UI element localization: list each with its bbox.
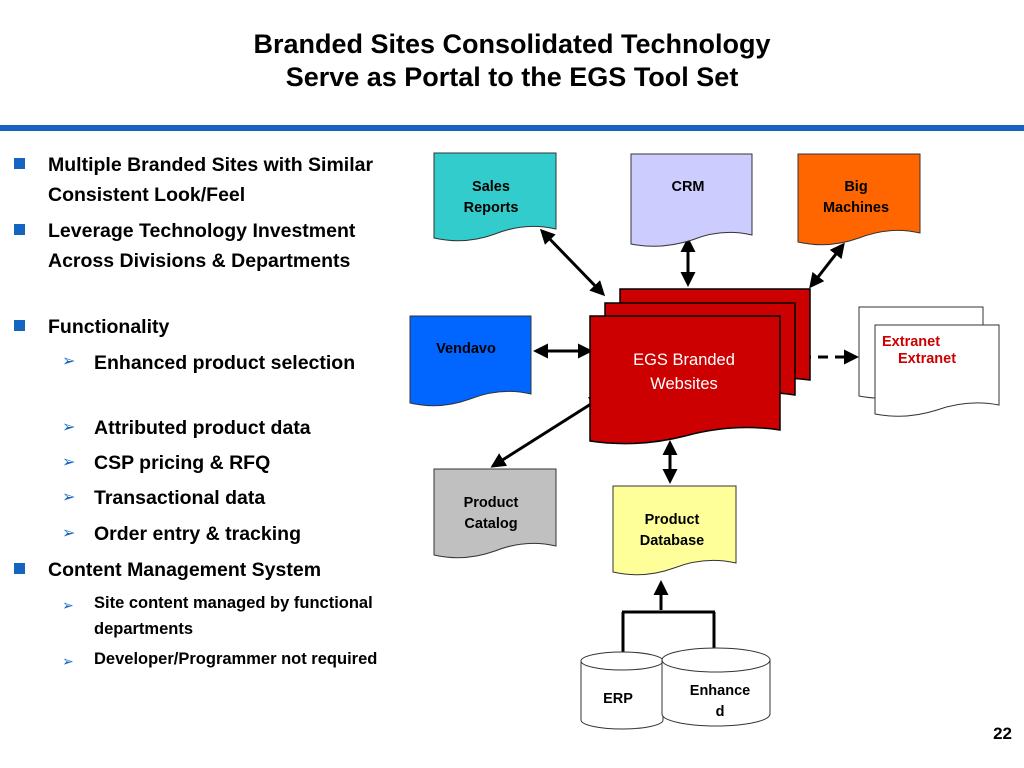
enhanced-label-line1: Enhance (690, 683, 750, 699)
square-bullet-icon (14, 320, 25, 331)
square-bullet-icon (14, 563, 25, 574)
bullet-leverage-technology: Leverage Technology Investment Across Di… (48, 220, 356, 272)
erp-label: ERP (603, 691, 633, 707)
title-line-2: Serve as Portal to the EGS Tool Set (285, 62, 739, 92)
egs-label-line2: Websites (650, 375, 718, 393)
big-machines-label-line2: Machines (823, 200, 889, 216)
product-database-document: Product Database (612, 485, 737, 576)
product-catalog-document: Product Catalog (433, 468, 557, 559)
vendavo-document: Vendavo (409, 315, 532, 407)
arrow-bullet-icon: ➢ (62, 525, 76, 542)
enhanced-label-line2: d (716, 704, 725, 720)
bullet-content-management: Content Management System (48, 559, 322, 581)
sub-bullet-item: CSP pricing & RFQ (94, 452, 271, 474)
arrow-bullet-icon: ➢ (62, 597, 74, 613)
extranet-label-back: Extranet (882, 334, 940, 350)
sub-bullet-item: Enhanced product selection (94, 352, 356, 374)
slide-title: Branded Sites Consolidated Technology Se… (0, 28, 1024, 94)
product-database-label-line1: Product (645, 512, 700, 528)
big-machines-document: Big Machines (797, 153, 921, 246)
title-line-1: Branded Sites Consolidated Technology (253, 29, 771, 59)
product-database-label-line2: Database (640, 533, 704, 549)
arrow-bullet-icon: ➢ (62, 419, 76, 436)
arrow-bullet-icon: ➢ (62, 454, 76, 471)
egs-branded-websites-stack: EGS Branded Websites (589, 288, 811, 445)
sub-bullet-item: Attributed product data (94, 417, 311, 439)
crm-label: CRM (671, 179, 704, 195)
extranet-label-front: Extranet (898, 351, 956, 367)
arrow-bullet-icon: ➢ (62, 353, 76, 370)
extranet-document-stack: Extranet Extranet (858, 306, 1000, 417)
connector-lines (490, 228, 859, 652)
square-bullet-icon (14, 158, 25, 169)
sales-reports-label-line2: Reports (464, 200, 519, 216)
big-machines-label-line1: Big (844, 179, 867, 195)
sub-bullet-item: Developer/Programmer not required (94, 650, 378, 668)
bullet-branded-sites: Multiple Branded Sites with Similar Cons… (48, 154, 374, 206)
vendavo-label: Vendavo (436, 341, 496, 357)
title-divider (0, 125, 1024, 131)
egs-label-line1: EGS Branded (633, 351, 735, 369)
enhanced-database-cylinder: Enhance d (661, 647, 771, 727)
arrow-catalog-egs (490, 395, 605, 468)
arrow-big-machines-egs (809, 242, 845, 289)
bullet-functionality: Functionality (48, 316, 170, 338)
arrow-bullet-icon: ➢ (62, 653, 74, 669)
sales-reports-document: Sales Reports (433, 152, 557, 242)
sub-bullet-item: Transactional data (94, 487, 266, 509)
sales-reports-label-line1: Sales (472, 179, 510, 195)
sub-bullet-item: Order entry & tracking (94, 523, 301, 545)
arrow-bullet-icon: ➢ (62, 489, 76, 506)
product-catalog-label-line1: Product (464, 495, 519, 511)
arrow-sales-reports-egs (539, 228, 606, 297)
product-catalog-label-line2: Catalog (464, 516, 517, 532)
square-bullet-icon (14, 224, 25, 235)
erp-database-cylinder: ERP (580, 651, 664, 730)
page-number: 22 (993, 724, 1012, 743)
crm-document: CRM (630, 153, 753, 247)
sub-bullet-item: Site content managed by functional depar… (94, 594, 373, 638)
